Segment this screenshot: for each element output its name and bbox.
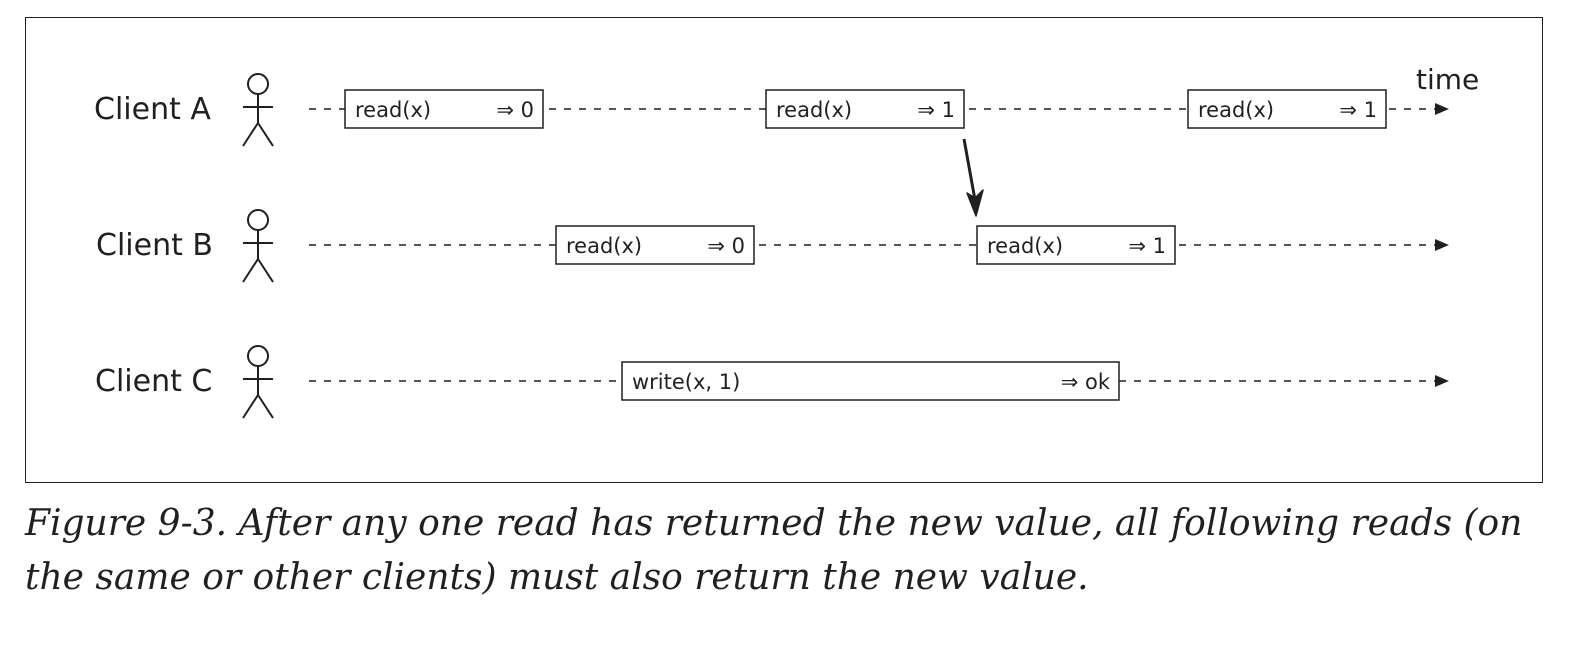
stick-figure-icon xyxy=(242,209,274,283)
operation-box: read(x) ⇒ 0 xyxy=(344,89,544,129)
stick-figure-icon xyxy=(242,73,274,147)
causal-arrow xyxy=(962,138,984,217)
operation-box: read(x) ⇒ 1 xyxy=(1187,89,1387,129)
time-axis-label: time xyxy=(1416,63,1479,96)
client-label: Client A xyxy=(94,92,211,127)
operation-result: ⇒ 1 xyxy=(1339,98,1377,122)
operation-box: write(x, 1) ⇒ ok xyxy=(621,361,1120,401)
operation-result: ⇒ 1 xyxy=(1128,234,1166,258)
operation-label: write(x, 1) xyxy=(632,370,740,394)
operation-result: ⇒ 0 xyxy=(707,234,745,258)
operation-label: read(x) xyxy=(566,234,642,258)
operation-label: read(x) xyxy=(355,98,431,122)
client-row-c: Client C write(x, 1) ⇒ ok xyxy=(95,345,1449,419)
figure-caption: Figure 9-3. After any one read has retur… xyxy=(25,503,1523,598)
operation-box: read(x) ⇒ 1 xyxy=(976,225,1176,265)
client-row-a: Client A read(x) ⇒ 0 read(x) ⇒ 1 xyxy=(94,73,1449,147)
diagram-frame: time Client A read(x) ⇒ 0 read(x) ⇒ 1 xyxy=(25,17,1543,483)
client-label: Client B xyxy=(96,228,213,263)
operation-label: read(x) xyxy=(776,98,852,122)
stick-figure-icon xyxy=(242,345,274,419)
operation-result: ⇒ ok xyxy=(1061,370,1111,394)
operation-box: read(x) ⇒ 1 xyxy=(765,89,965,129)
client-label: Client C xyxy=(95,364,212,399)
operation-label: read(x) xyxy=(1198,98,1274,122)
operation-box: read(x) ⇒ 0 xyxy=(555,225,755,265)
client-row-b: Client B read(x) ⇒ 0 read(x) ⇒ 1 xyxy=(96,209,1449,283)
operation-result: ⇒ 1 xyxy=(917,98,955,122)
timing-diagram: time Client A read(x) ⇒ 0 read(x) ⇒ 1 xyxy=(94,63,1479,419)
operation-label: read(x) xyxy=(987,234,1063,258)
operation-result: ⇒ 0 xyxy=(496,98,534,122)
